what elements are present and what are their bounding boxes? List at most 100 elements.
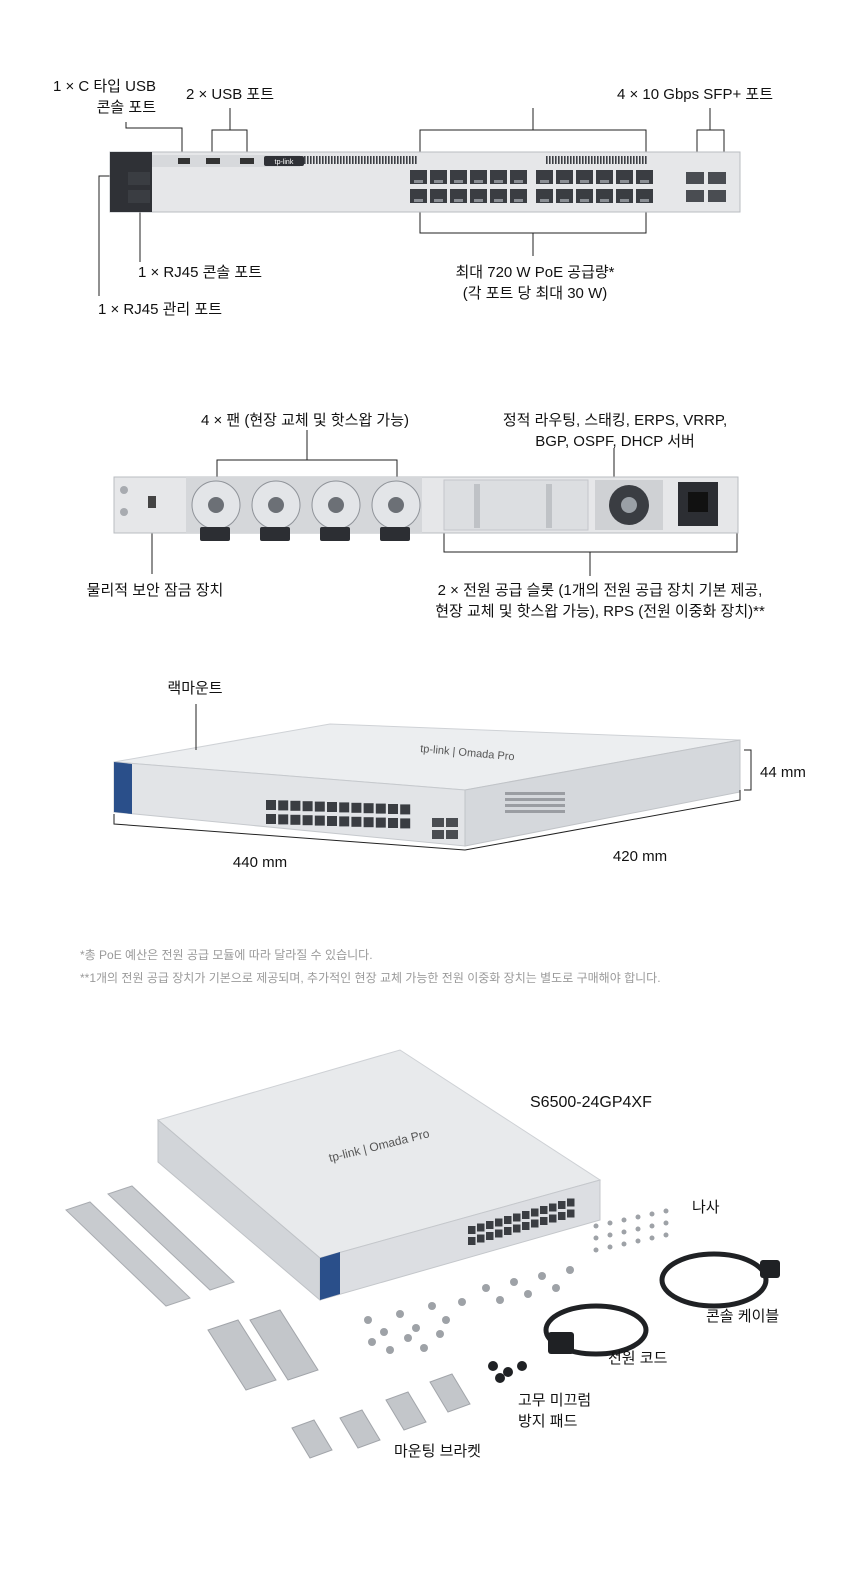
- screw: [380, 1328, 388, 1336]
- port-latch: [474, 180, 483, 183]
- rj45-port: [567, 1209, 575, 1218]
- vent-slot: [609, 156, 611, 164]
- port-latch: [640, 180, 649, 183]
- rj45-port: [290, 814, 301, 825]
- mounting-brackets-label: 마운팅 브라켓: [394, 1443, 481, 1460]
- small-screw: [649, 1223, 655, 1229]
- vent-slot: [373, 156, 375, 164]
- vent-slot: [546, 156, 548, 164]
- vent-slot: [409, 156, 411, 164]
- vent-slot: [322, 156, 324, 164]
- port-latch: [434, 180, 443, 183]
- small-screw: [663, 1208, 669, 1214]
- port-latch: [620, 199, 629, 202]
- usb-c-console-label: 1 × C 타입 USB 콘솔 포트: [52, 78, 156, 116]
- vent-slot: [636, 156, 638, 164]
- rj45-port: [477, 1223, 485, 1232]
- rj45-port: [339, 802, 350, 813]
- rj45-port: [558, 1201, 566, 1209]
- power-slots-label: 2 × 전원 공급 슬롯 (1개의 전원 공급 장치 기본 제공, 현장 교체 …: [435, 582, 765, 620]
- rj45-port: [375, 817, 386, 828]
- vent-slot: [570, 156, 572, 164]
- screw: [458, 1298, 466, 1306]
- vent-slot: [331, 156, 333, 164]
- screw: [428, 1302, 436, 1310]
- vent-slot: [391, 156, 393, 164]
- rj45-port: [513, 1224, 521, 1233]
- fan-hub: [208, 497, 224, 513]
- sfp-port: [446, 830, 458, 839]
- port-latch: [414, 180, 423, 183]
- screw: [510, 1278, 518, 1286]
- rackmount-label: 랙마운트: [167, 680, 223, 697]
- vent-slot: [319, 156, 321, 164]
- screw: [404, 1334, 412, 1342]
- port-latch: [474, 199, 483, 202]
- rear-panel-illustration: [113, 430, 739, 576]
- screw: [368, 1338, 376, 1346]
- rj45-port: [400, 804, 411, 815]
- security-lock-label: 물리적 보안 잠금 장치: [86, 582, 224, 599]
- rj45-port: [327, 816, 337, 826]
- vent-slot: [627, 156, 629, 164]
- height-dimension-label: 44 mm: [760, 764, 806, 781]
- vent-slot: [388, 156, 390, 164]
- small-screw: [593, 1223, 599, 1229]
- small-screw: [621, 1217, 627, 1223]
- screw: [386, 1346, 394, 1354]
- port-latch: [620, 180, 629, 183]
- rj45-port: [363, 803, 374, 814]
- rj45-port: [531, 1208, 539, 1217]
- vent-slot: [415, 156, 417, 164]
- vent-slot: [403, 156, 405, 164]
- rj45-mgmt-label: 1 × RJ45 관리 포트: [98, 301, 222, 318]
- screw: [396, 1310, 404, 1318]
- vent-slot: [618, 156, 620, 164]
- sfp-port: [432, 830, 444, 839]
- screw: [538, 1272, 546, 1280]
- rj45-port: [513, 1213, 521, 1222]
- rj45-port: [351, 816, 362, 827]
- vent-slot: [606, 156, 608, 164]
- rj45-port: [290, 800, 301, 811]
- vent-slot: [307, 156, 309, 164]
- rj45-port: [327, 802, 337, 812]
- rubber-pads-label: 고무 미끄럼 방지 패드: [518, 1392, 592, 1430]
- rj45-port: [531, 1219, 539, 1228]
- vent-slot: [352, 156, 354, 164]
- footnote-poe-budget: *총 PoE 예산은 전원 공급 모듈에 따라 달라질 수 있습니다.: [80, 948, 373, 962]
- front-logo: tp-link: [275, 159, 294, 166]
- sfp-port: [686, 172, 704, 184]
- screw: [364, 1316, 372, 1324]
- vent-slot: [328, 156, 330, 164]
- port-latch: [580, 180, 589, 183]
- poe-budget-label: 최대 720 W PoE 공급량* (각 포트 당 최대 30 W): [455, 264, 615, 302]
- vent-slot: [579, 156, 581, 164]
- rj45-port: [302, 801, 313, 812]
- rj45-port: [266, 800, 276, 810]
- vent-slot: [358, 156, 360, 164]
- console-cable-label: 콘솔 케이블: [706, 1308, 780, 1325]
- fan-handle: [380, 527, 410, 541]
- package-contents-section: tp-link | Omada Pro S6500-24GP4XF 나사 콘솔 …: [0, 1030, 860, 1585]
- rj45-port: [302, 815, 313, 826]
- port-latch: [600, 199, 609, 202]
- vent-slot: [567, 156, 569, 164]
- vent-slot: [594, 156, 596, 164]
- power-cord-label: 전원 코드: [608, 1350, 668, 1367]
- sfp-port: [446, 818, 458, 827]
- vent-slot: [379, 156, 381, 164]
- port-latch: [494, 199, 503, 202]
- vent-slot: [591, 156, 593, 164]
- port-latch: [640, 199, 649, 202]
- vent-slot: [600, 156, 602, 164]
- vent-slot: [555, 156, 557, 164]
- sfp-port: [708, 190, 726, 202]
- vent-slot: [639, 156, 641, 164]
- fan-hub: [328, 497, 344, 513]
- vent-slot: [397, 156, 399, 164]
- vent-slot: [561, 156, 563, 164]
- vent-slot: [355, 156, 357, 164]
- port-latch: [600, 180, 609, 183]
- vent-slot: [552, 156, 554, 164]
